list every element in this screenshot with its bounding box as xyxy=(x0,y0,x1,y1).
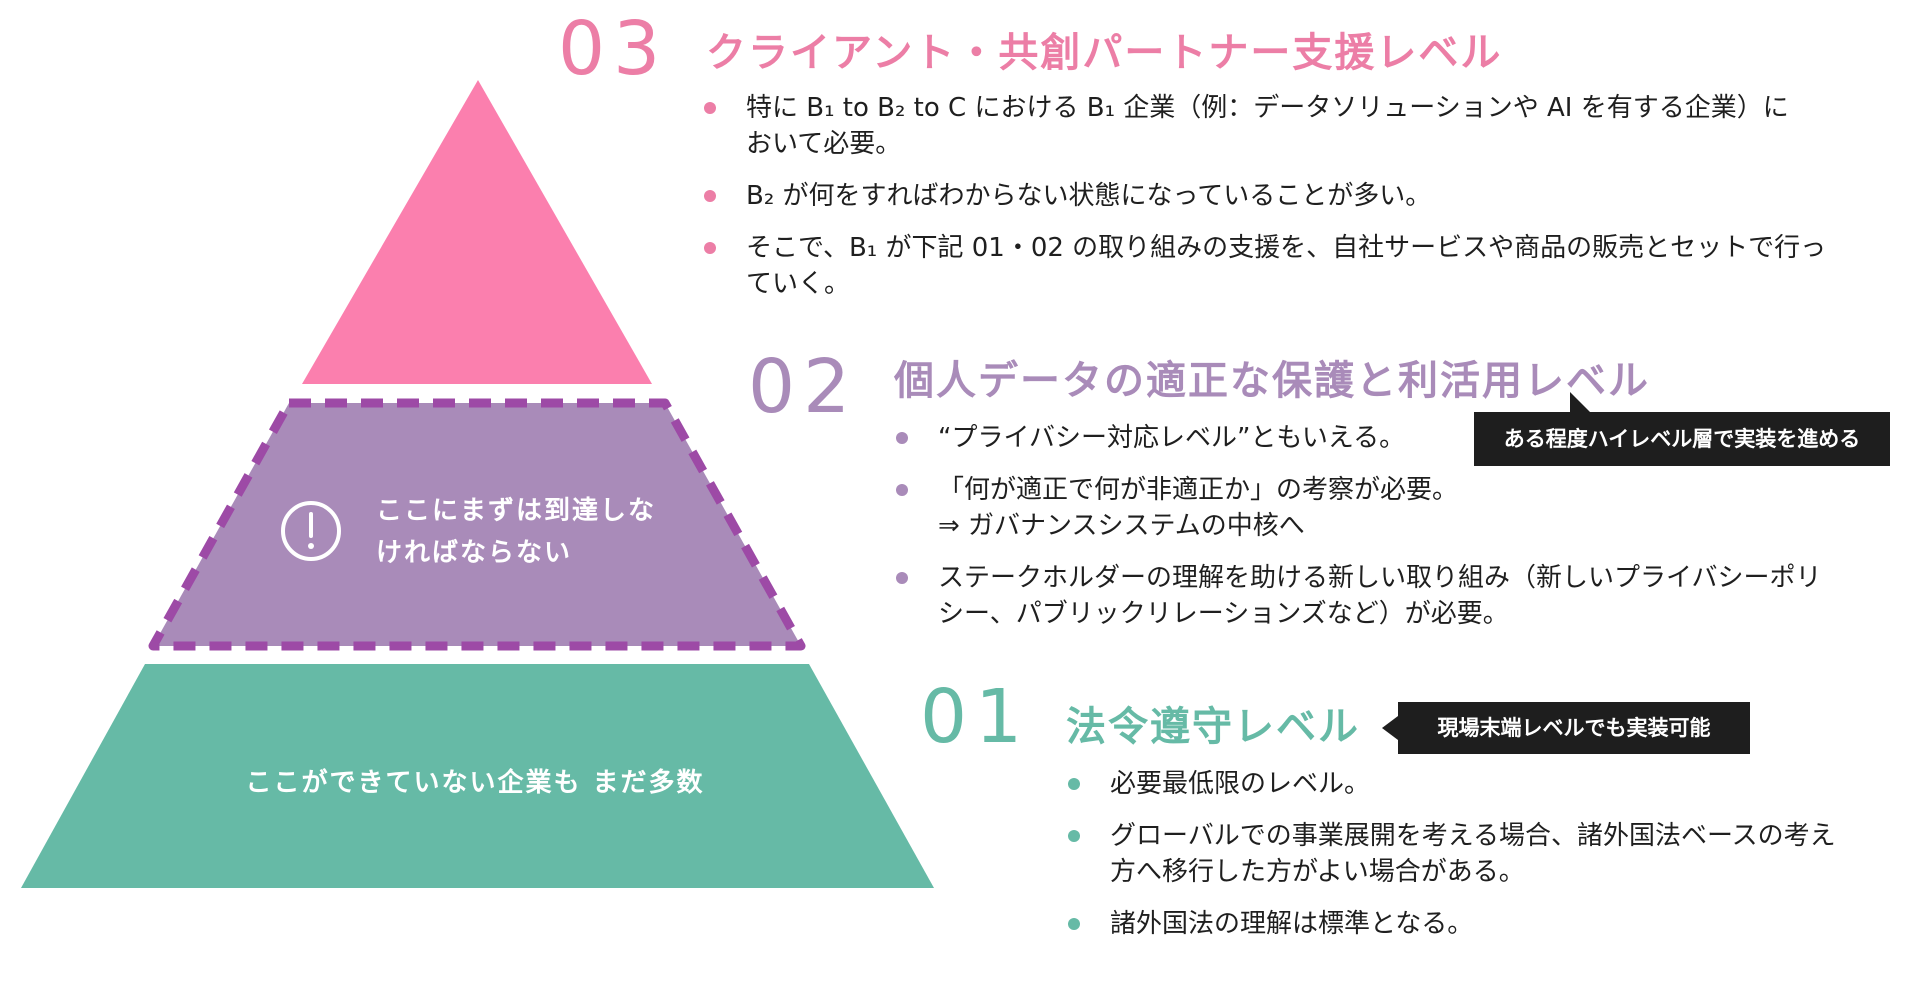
bullet-dot xyxy=(704,242,716,254)
level-01-bullet: グローバルでの事業展開を考える場合、諸外国法ベースの考え 方へ移行した方がよい場… xyxy=(1068,818,1908,890)
bullet-line: ⇒ ガバナンスシステムの中核へ xyxy=(938,511,1305,541)
bullet-line: 必要最低限のレベル。 xyxy=(1110,769,1371,799)
tier-02-label-line2: ければならない xyxy=(376,538,573,568)
level-01-title: 法令遵守レベル xyxy=(1066,704,1360,750)
level-02-callout: ある程度ハイレベル層で実装を進める xyxy=(1474,392,1890,466)
pyramid-tier-03 xyxy=(302,80,652,384)
bullet-line: グローバルでの事業展開を考える場合、諸外国法ベースの考え xyxy=(1110,821,1836,851)
bullet-dot xyxy=(704,190,716,202)
bullet-line: そこで、B₁ が下記 01・02 の取り組みの支援を、自社サービスや商品の販売と… xyxy=(746,233,1827,263)
tier-01-label: ここができていない企業も まだ多数 xyxy=(245,768,705,798)
pyramid-tier-02-dashed-outline xyxy=(148,398,806,651)
level-02-bullet: 「何が適正で何が非適正か」の考察が必要。 ⇒ ガバナンスシステムの中核へ xyxy=(896,472,1896,544)
level-01-callout-text: 現場末端レベルでも実装可能 xyxy=(1437,716,1711,740)
bullet-line: ステークホルダーの理解を助ける新しい取り組み（新しいプライバシーポリ xyxy=(938,563,1822,593)
level-01-bullet: 諸外国法の理解は標準となる。 xyxy=(1068,906,1908,942)
bullet-dot xyxy=(1068,778,1080,790)
bullet-dot xyxy=(704,102,716,114)
bullet-line: “プライバシー対応レベル”ともいえる。 xyxy=(938,423,1406,453)
bullet-line: 諸外国法の理解は標準となる。 xyxy=(1110,909,1474,939)
level-02-number: 02 xyxy=(748,344,859,430)
pyramid-diagram xyxy=(21,80,934,888)
exclamation-circle-icon xyxy=(281,501,341,561)
pyramid-tier-01 xyxy=(21,664,934,888)
level-03-bullet: 特に B₁ to B₂ to C における B₁ 企業（例：データソリューション… xyxy=(704,90,1904,162)
bullet-line: 「何が適正で何が非適正か」の考察が必要。 xyxy=(938,475,1459,505)
level-03-number: 03 xyxy=(558,6,669,92)
level-02-title: 個人データの適正な保護と利活用レベル xyxy=(894,358,1650,404)
bullet-line: 特に B₁ to B₂ to C における B₁ 企業（例：データソリューション… xyxy=(746,93,1789,123)
bullet-line: シー、パブリックリレーションズなど）が必要。 xyxy=(938,599,1509,629)
bullet-dot xyxy=(1068,918,1080,930)
bullet-dot xyxy=(896,572,908,584)
bullet-dot xyxy=(896,484,908,496)
bullet-line: ていく。 xyxy=(746,269,851,299)
level-01-bullet: 必要最低限のレベル。 xyxy=(1068,766,1908,802)
level-02-bullet: “プライバシー対応レベル”ともいえる。 xyxy=(896,420,1896,456)
level-01-number: 01 xyxy=(920,674,1031,760)
callout-pointer xyxy=(1382,716,1398,740)
bullet-dot xyxy=(896,432,908,444)
level-01-bullets: 必要最低限のレベル。 グローバルでの事業展開を考える場合、諸外国法ベースの考え … xyxy=(1068,766,1908,958)
bullet-dot xyxy=(1068,830,1080,842)
bullet-line: B₂ が何をすればわからない状態になっていることが多い。 xyxy=(746,181,1432,211)
level-03-bullets: 特に B₁ to B₂ to C における B₁ 企業（例：データソリューション… xyxy=(704,90,1904,318)
level-01-callout: 現場末端レベルでも実装可能 xyxy=(1382,702,1750,754)
bullet-line: おいて必要。 xyxy=(746,129,902,159)
level-03-bullet: B₂ が何をすればわからない状態になっていることが多い。 xyxy=(704,178,1904,214)
level-02-bullets: “プライバシー対応レベル”ともいえる。 「何が適正で何が非適正か」の考察が必要。… xyxy=(896,420,1896,648)
bullet-line: 方へ移行した方がよい場合がある。 xyxy=(1110,857,1525,887)
level-03-bullet: そこで、B₁ が下記 01・02 の取り組みの支援を、自社サービスや商品の販売と… xyxy=(704,230,1904,302)
level-03-title: クライアント・共創パートナー支援レベル xyxy=(706,30,1503,76)
tier-02-label-line1: ここにまずは到達しな xyxy=(376,496,657,526)
pyramid-tier-02 xyxy=(153,403,801,646)
level-02-callout-text: ある程度ハイレベル層で実装を進める xyxy=(1503,427,1861,451)
callout-pointer xyxy=(1570,392,1590,412)
level-02-bullet: ステークホルダーの理解を助ける新しい取り組み（新しいプライバシーポリ シー、パブ… xyxy=(896,560,1896,632)
tier-02-label: ここにまずは到達しな ければならない xyxy=(376,490,656,574)
